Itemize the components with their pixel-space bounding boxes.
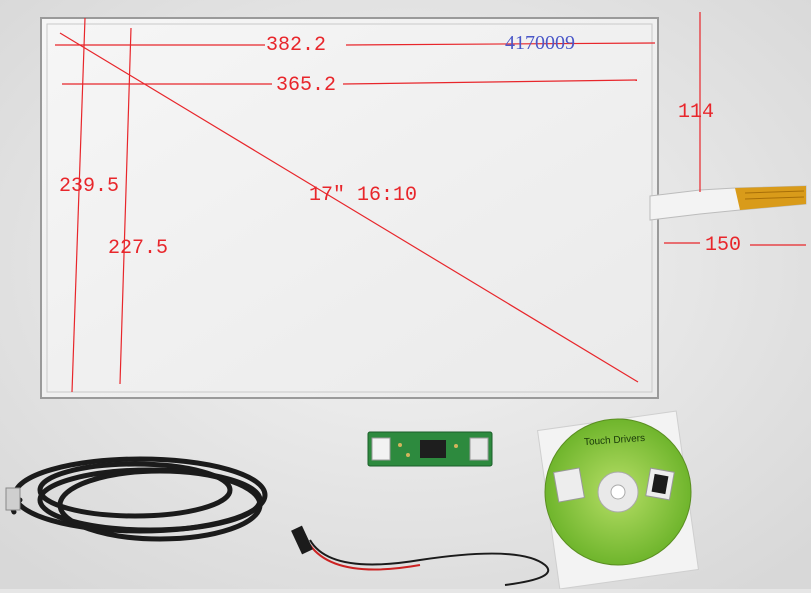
outer-height-label: 239.5 (59, 175, 120, 198)
top-width-label: 382.2 (266, 34, 327, 57)
diagonal-label: 17″ 16:10 (309, 184, 418, 207)
tail-height-label: 114 (678, 101, 715, 124)
usb-cable (5, 456, 268, 542)
controller-board (367, 431, 493, 467)
inner-height-label: 227.5 (108, 237, 169, 260)
dimension-lines (55, 12, 806, 393)
inner-width-label: 365.2 (276, 74, 337, 97)
jumper-wire (291, 525, 550, 586)
model-number-label: 4170009 (505, 32, 575, 54)
tail-length-label: 150 (705, 234, 742, 257)
driver-cd (536, 410, 700, 590)
fpc-tail-connector (649, 185, 807, 221)
